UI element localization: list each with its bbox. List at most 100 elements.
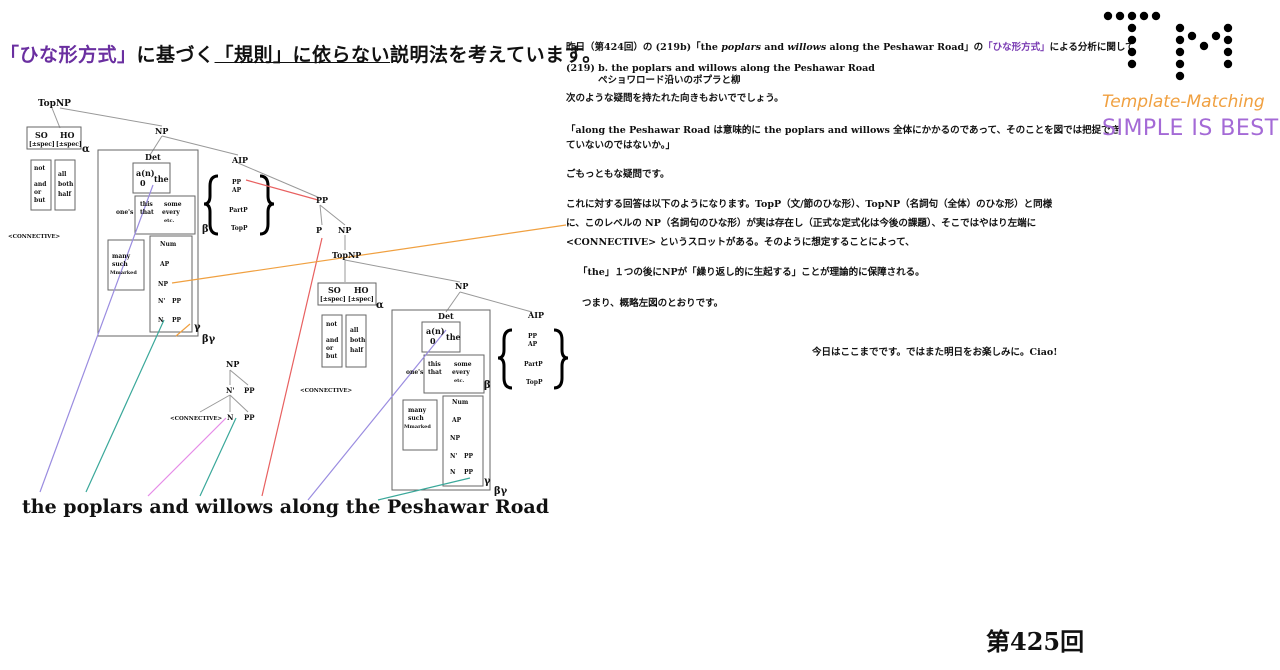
label-betagamma-2: βγ (494, 486, 508, 497)
label-np-3: NP (455, 281, 468, 291)
label-that-2: that (428, 369, 442, 376)
label-pp-1: PP (172, 298, 182, 305)
label-such-1: such (112, 261, 128, 268)
text-line-4: 次のような疑問を持たれた向きもおいででしょう。 (566, 93, 784, 104)
label-aoan-1: a(n) (136, 168, 155, 178)
label-np-1: NP (155, 126, 168, 136)
label-np-2b: NP (450, 435, 460, 442)
label-spec-1a: [±spec] (29, 141, 55, 148)
tm-logo-icon (1103, 11, 1233, 81)
line1-c: and (761, 42, 788, 53)
label-ap-1: AP (159, 261, 170, 268)
label-n-2: N (450, 469, 456, 476)
label-n-lower: N (227, 413, 234, 422)
heading-part-hinagata: 「ひな形方式」 (0, 44, 137, 66)
line1-b: poplars (721, 42, 761, 53)
label-this-2: this (428, 361, 441, 368)
line1-e: along the Peshawar Road」の (826, 42, 984, 53)
label-beta-2: β (484, 380, 491, 391)
label-half-1: half (58, 191, 72, 198)
text-line-6: ていないのではないか。」 (566, 140, 676, 151)
label-ap-aip-1: AP (231, 187, 242, 194)
label-np-1b: NP (158, 281, 168, 288)
label-or-1: or (34, 189, 42, 196)
label-p-2: P (316, 225, 322, 235)
label-all-1: all (58, 171, 67, 178)
text-line-5: 「along the Peshawar Road は意味的に the popla… (566, 125, 1121, 136)
label-num-2: Num (452, 399, 469, 406)
label-pp-lower: PP (244, 386, 255, 395)
label-det-2: Det (438, 311, 454, 321)
label-ap-2: AP (451, 417, 462, 424)
text-line-7: ごもっともな疑問です。 (566, 169, 670, 180)
label-gamma-2: γ (484, 476, 491, 487)
episode-number: 第425回 (986, 627, 1085, 656)
logo-simple-is-best: SIMPLE IS BEST (1102, 116, 1279, 141)
label-the-1: the (154, 174, 169, 184)
label-ones-2: one's (406, 369, 424, 376)
label-aip-2: AIP (527, 310, 544, 320)
line1-f: 「ひな形方式」 (983, 42, 1050, 53)
example-sentence: the poplars and willows along the Peshaw… (22, 496, 550, 518)
label-some-2: some (454, 361, 472, 368)
label-connective-1: <CONNECTIVE> (8, 234, 61, 240)
label-ap-aip-2: AP (527, 341, 538, 348)
text-line-1: 昨日（第424回）の (219b)「the poplars and willow… (566, 41, 1135, 55)
heading-part-rule: 「規則」に依らない (214, 44, 391, 66)
label-connective-lower: <CONNECTIVE> (170, 416, 223, 422)
label-pp-lower-b: PP (244, 413, 255, 422)
line1-a: 昨日（第424回）の (219b)「the (566, 42, 722, 53)
label-num-1: Num (160, 241, 177, 248)
label-so-2: SO (328, 285, 341, 295)
label-pp-2b: PP (464, 453, 474, 460)
label-so-1: SO (35, 130, 48, 140)
label-nbar-1: N' (158, 298, 165, 305)
label-alpha-1: α (82, 144, 90, 155)
label-some-1: some (164, 201, 182, 208)
label-every-2: every (452, 369, 470, 376)
label-beta-1: β (202, 224, 209, 235)
text-line-12: つまり、概略左図のとおりです。 (582, 298, 724, 309)
text-line-11: 「the」１つの後にNPが「繰り返し的に生起する」ことが理論的に保障される。 (578, 267, 925, 278)
label-both-1: both (58, 181, 74, 188)
text-line-10: <CONNECTIVE> というスロットがある。そのように想定することによって、 (566, 237, 915, 248)
label-det-1: Det (145, 152, 161, 162)
label-all-2: all (350, 327, 359, 334)
label-ho-2: HO (354, 285, 369, 295)
label-mmarked-1: Mmarked (110, 270, 137, 276)
label-np-lower: NP (226, 359, 239, 369)
label-many-2: many (408, 407, 427, 414)
line1-d: willows (787, 42, 827, 53)
label-connective-2: <CONNECTIVE> (300, 388, 353, 394)
label-both-2: both (350, 337, 366, 344)
label-mmarked-2: Mmarked (404, 424, 431, 430)
label-topp-1: TopP (231, 225, 248, 232)
label-or-2: or (326, 345, 334, 352)
label-topnp-1: TopNP (38, 99, 71, 109)
label-ho-1: HO (60, 130, 75, 140)
closing-line: 今日はここまでです。ではまた明日をお楽しみに。Ciao! (812, 347, 1058, 358)
heading-part-method: 説明法を考えています。 (390, 44, 602, 66)
text-line-9: に、このレベルの NP（名詞句のひな形）が実は存在し（正式な定式化は今後の課題）… (566, 218, 1037, 229)
label-n-1: N (158, 317, 164, 324)
label-gamma-1: γ (194, 322, 201, 333)
label-pp-aip-1: PP (232, 179, 242, 186)
label-aip-1: AIP (231, 155, 248, 165)
label-np-2: NP (338, 225, 351, 235)
label-half-2: half (350, 347, 364, 354)
label-every-1: every (162, 209, 180, 216)
label-partp-1: PartP (229, 207, 248, 214)
label-pp-2: PP (316, 195, 328, 205)
label-that-1: that (140, 209, 154, 216)
heading-part-based: に基づく (136, 44, 215, 66)
label-aoan-2: a(n) (426, 326, 445, 336)
label-ones-1: one's (116, 209, 134, 216)
label-and-1: and (34, 181, 47, 188)
label-not-2: not (326, 321, 337, 328)
label-many-1: many (112, 253, 131, 260)
label-not-1: not (34, 165, 45, 172)
label-partp-2: PartP (524, 361, 543, 368)
label-such-2: such (408, 415, 424, 422)
text-line-8: これに対する回答は以下のようになります。TopP（文/節のひな形）、TopNP（… (566, 199, 1053, 210)
